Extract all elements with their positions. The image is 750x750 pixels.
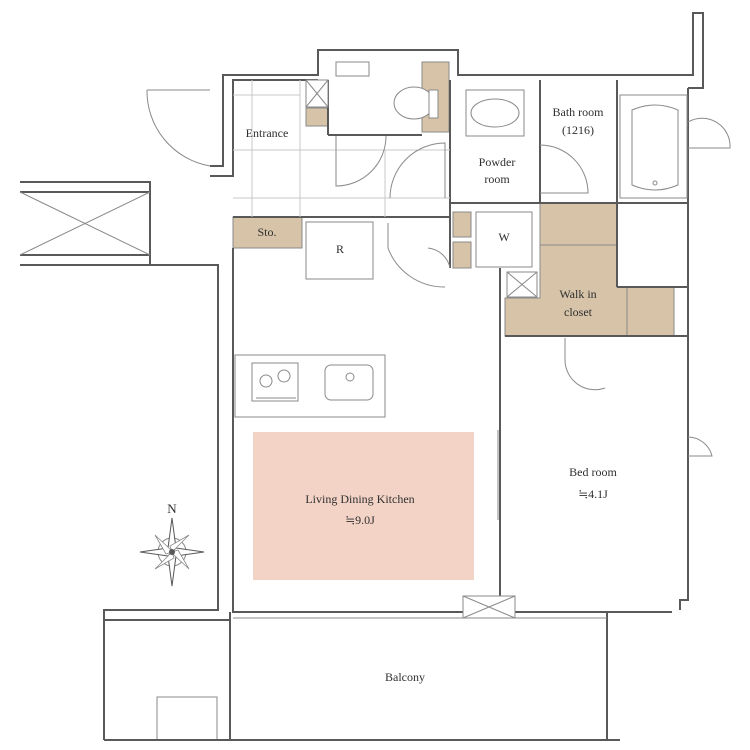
bath-label-line2: (1216) xyxy=(562,123,594,137)
bathtub xyxy=(619,94,688,199)
ldk-label-name: Living Dining Kitchen xyxy=(305,492,414,506)
storage-label: Sto. xyxy=(257,225,276,239)
washer-label: W xyxy=(498,230,510,244)
washer-space xyxy=(475,211,533,268)
balcony-label: Balcony xyxy=(385,670,425,684)
toilet xyxy=(335,61,439,120)
ldk-label-size: ≒9.0J xyxy=(345,513,375,527)
storage-area xyxy=(232,216,303,249)
north-label: N xyxy=(167,501,177,516)
ldk-floor-area xyxy=(253,432,474,580)
duct-box-outside xyxy=(19,191,151,256)
bath-label-line1: Bath room xyxy=(553,105,605,119)
duct-box-balcony xyxy=(462,595,516,619)
bed-label-name: Bed room xyxy=(569,465,617,479)
walkin-label-line2: closet xyxy=(564,305,593,319)
powder-label-line1: Powder xyxy=(479,155,516,169)
kitchen-counter xyxy=(234,354,386,418)
powder-shelf-upper xyxy=(452,211,472,238)
refrigerator-space xyxy=(305,221,374,280)
doors xyxy=(146,89,731,457)
entrance-label: Entrance xyxy=(246,126,289,140)
walkin-label-line1: Walk in xyxy=(559,287,596,301)
walls xyxy=(20,12,704,740)
bed-label-size: ≒4.1J xyxy=(578,487,608,501)
refrigerator-label: R xyxy=(336,242,344,256)
balcony-unit xyxy=(156,696,218,741)
duct-box-closet xyxy=(506,271,538,298)
duct-box-entrance xyxy=(305,79,329,108)
entrance-shelf xyxy=(305,107,329,127)
powder-basin xyxy=(465,89,525,137)
entrance-floor-grid xyxy=(233,80,450,217)
powder-label-line2: room xyxy=(484,172,510,186)
compass-rose-icon: N xyxy=(139,501,205,587)
powder-shelf-lower xyxy=(452,241,472,269)
